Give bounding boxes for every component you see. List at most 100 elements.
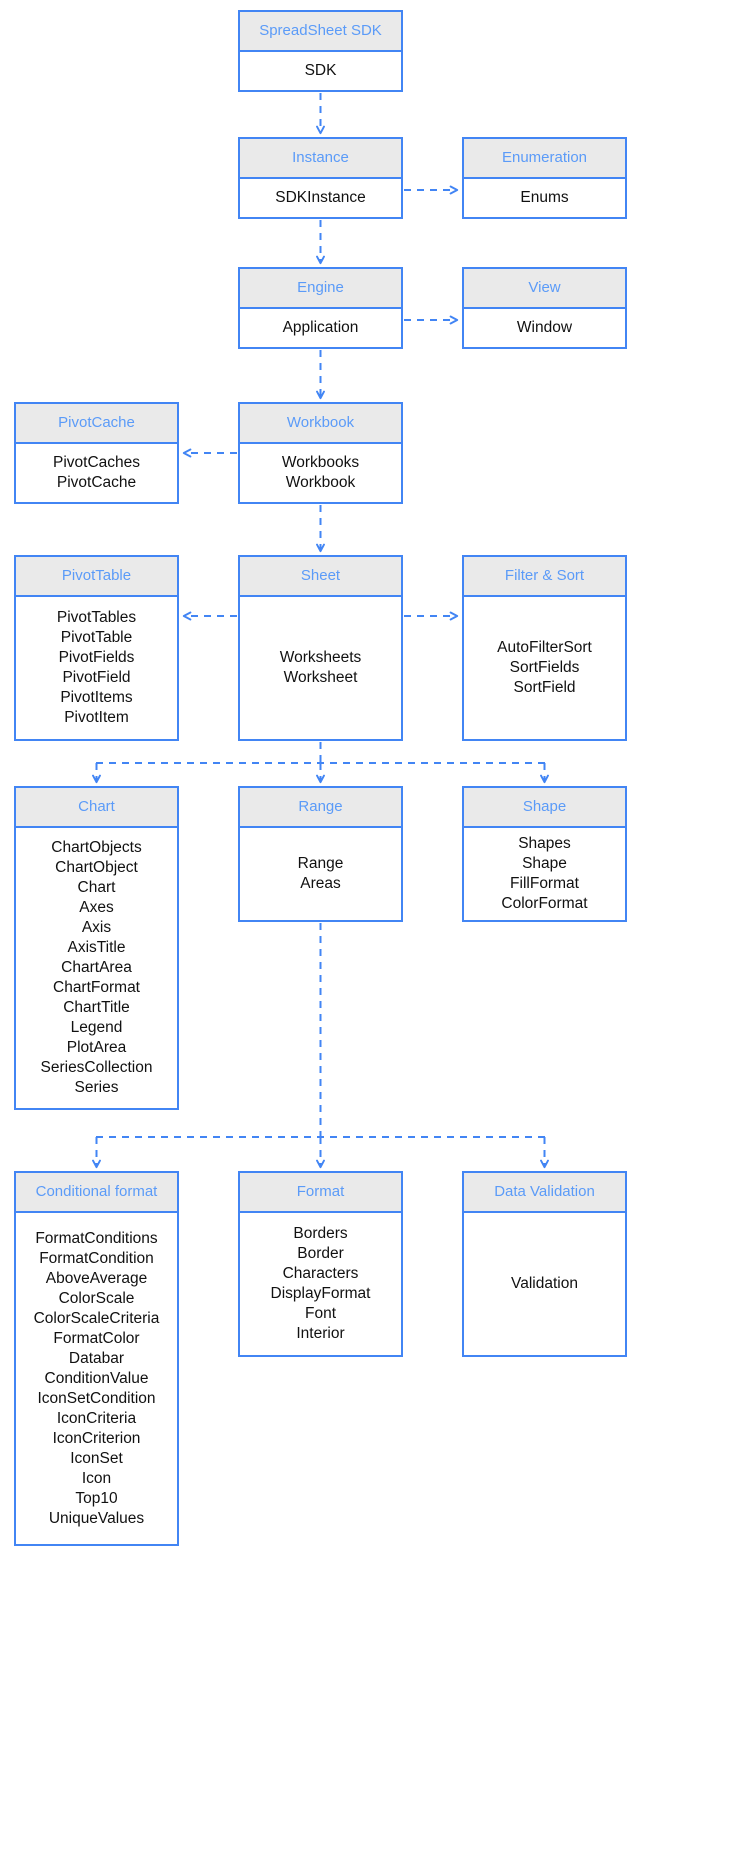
node-item: Databar [68,1349,125,1367]
node-item: Areas [300,875,341,892]
node-item: Legend [70,1019,123,1036]
node-item: PivotTable [60,629,133,646]
node-item: Workbook [285,474,356,491]
node-header-range: Range [240,788,401,828]
node-header-pivottable: PivotTable [16,557,177,597]
node-item: ColorScale [58,1289,135,1307]
node-item: Application [282,319,359,336]
node-item: PivotTables [56,609,137,626]
node-header-instance: Instance [240,139,401,179]
node-header-datavalidation: Data Validation [464,1173,625,1213]
node-item: Icon [81,1469,112,1487]
node-item: FormatColor [53,1329,140,1347]
node-header-filtersort: Filter & Sort [464,557,625,597]
node-item: ColorFormat [501,895,588,912]
node-body-instance: SDKInstance [240,179,401,217]
node-item: Shapes [518,835,571,852]
node-item: FillFormat [510,875,579,892]
node-item: Axes [79,899,114,916]
node-item: ChartTitle [63,999,130,1016]
node-item: SortField [513,679,576,696]
node-header-chart: Chart [16,788,177,828]
node-body-enumeration: Enums [464,179,625,217]
node-body-sdk: SDK [240,52,401,90]
node-item: ChartFormat [53,979,140,996]
node-item: ChartObjects [51,839,142,856]
node-item: Shape [522,855,567,872]
node-item: Validation [511,1275,578,1292]
node-item: PivotItem [64,709,129,726]
node-item: PlotArea [66,1039,127,1056]
node-item: ChartObject [55,859,138,876]
node-item: PivotCache [56,474,137,491]
node-item: Chart [77,879,116,896]
node-item: AboveAverage [45,1269,148,1287]
node-item: Interior [296,1325,345,1342]
node-item: DisplayFormat [270,1285,371,1302]
node-item: Characters [282,1265,359,1282]
node-item: Window [516,319,573,336]
node-item: SDK [304,62,337,79]
node-item: Enums [520,189,569,206]
node-item: FormatCondition [39,1249,154,1267]
node-item: UniqueValues [48,1509,145,1527]
node-item: IconSet [70,1449,123,1467]
node-item: Top10 [75,1489,118,1507]
node-header-view: View [464,269,625,309]
node-item: Worksheet [283,669,358,686]
node-item: Axis [81,919,112,936]
node-header-sdk: SpreadSheet SDK [240,12,401,52]
node-item: FormatConditions [35,1229,158,1247]
node-body-view: Window [464,309,625,347]
node-sdk[interactable]: SpreadSheet SDK SDK [238,10,403,92]
node-item: Series [74,1079,119,1096]
node-item: Worksheets [279,649,362,666]
node-item: AxisTitle [67,939,126,956]
node-header-condformat: Conditional format [16,1173,177,1213]
node-item: Borders [293,1225,348,1242]
node-item: SortFields [509,659,580,676]
node-header-pivotcache: PivotCache [16,404,177,444]
node-item: IconCriteria [56,1409,137,1427]
node-body-engine: Application [240,309,401,347]
node-item: PivotFields [58,649,135,666]
node-item: ChartArea [61,959,132,976]
node-item: PivotCaches [52,454,140,471]
node-item: Border [297,1245,344,1262]
node-header-shape: Shape [464,788,625,828]
node-item: Font [304,1305,336,1322]
node-body-datavalidation: Validation [464,1213,625,1355]
node-header-format: Format [240,1173,401,1213]
node-item: PivotItems [60,689,133,706]
node-item: PivotField [62,669,131,686]
node-item: ConditionValue [44,1369,149,1387]
node-item: ColorScaleCriteria [33,1309,160,1327]
node-item: IconCriterion [52,1429,141,1447]
node-item: AutoFilterSort [497,639,592,656]
node-header-engine: Engine [240,269,401,309]
node-item: IconSetCondition [37,1389,156,1407]
